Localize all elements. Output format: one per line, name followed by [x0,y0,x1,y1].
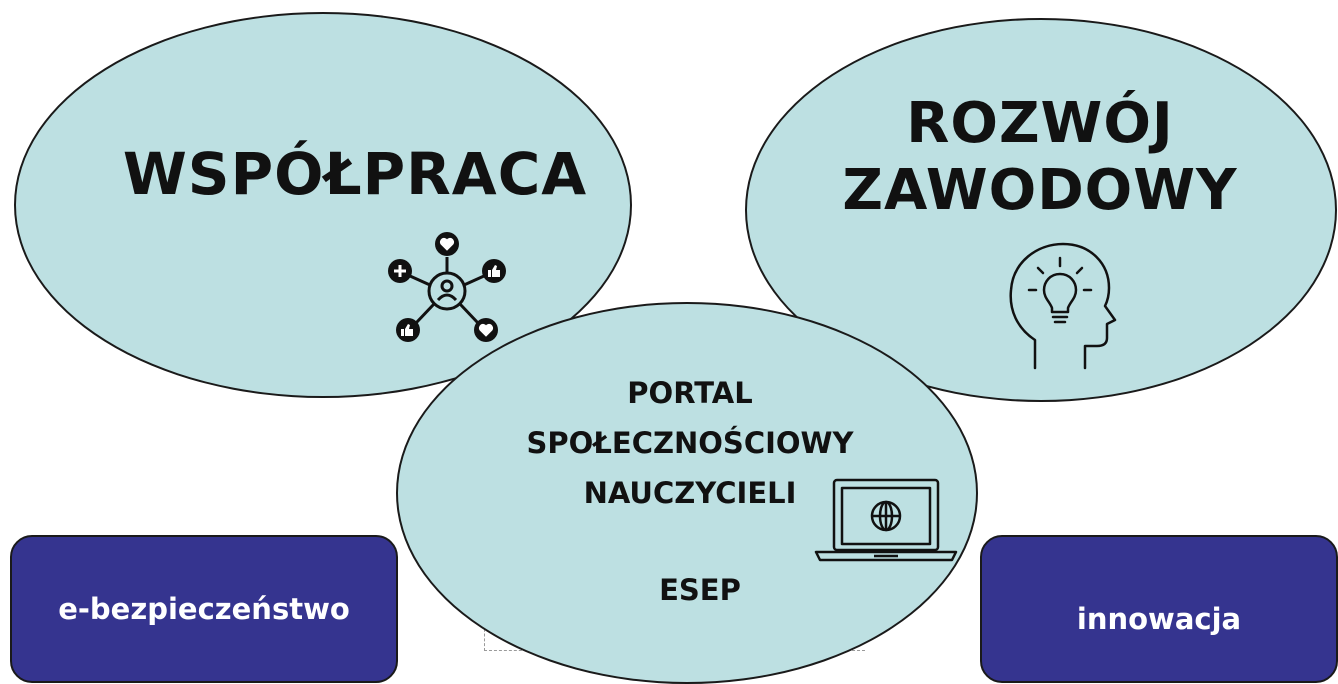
portal-line-2: SPOŁECZNOŚCIOWY [526,426,854,460]
ellipse-portal [396,302,978,684]
network-people-icon [388,232,506,342]
portal-line-3: NAUCZYCIELI [583,476,797,510]
esep-label: ESEP [659,573,741,607]
portal-line-1: PORTAL [627,376,753,410]
zawodowy-line: ZAWODOWY [842,158,1238,224]
wspolpraca-title: WSPÓŁPRACA [122,140,588,208]
laptop-globe-icon [814,478,958,562]
portal-title: PORTAL SPOŁECZNOŚCIOWY NAUCZYCIELI [470,368,910,518]
rozwoj-line: ROZWÓJ [906,91,1174,156]
head-lightbulb-icon [1009,242,1117,370]
rozwoj-zawodowy-title: ROZWÓJ ZAWODOWY [800,90,1280,224]
innowacja-box: innowacja [980,535,1338,683]
e-bezpieczenstwo-box: e-bezpieczeństwo [10,535,398,683]
